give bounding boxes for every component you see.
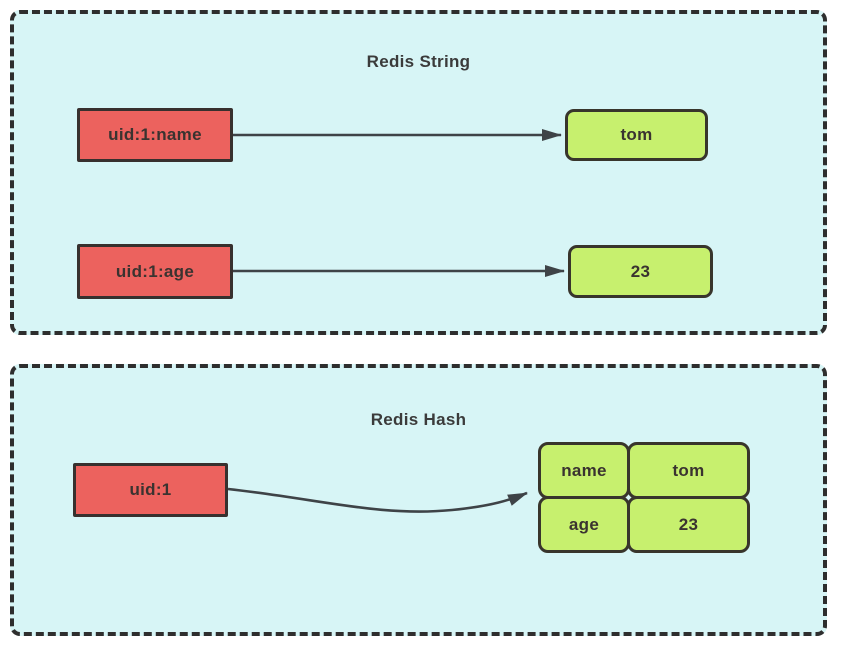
hash-cell-field-name: name [538,442,630,499]
key-node-uid-1: uid:1 [73,463,228,517]
panel-title-redis-hash: Redis Hash [370,410,467,429]
key-node-uid-1-name: uid:1:name [77,108,233,162]
hash-cell-field-age: age [538,496,630,553]
key-node-uid-1-age: uid:1:age [77,244,233,299]
value-node-tom: tom [565,109,708,161]
hash-cell-value-tom: tom [627,442,750,499]
hash-cell-value-23: 23 [627,496,750,553]
panel-title-redis-string: Redis String [366,52,471,71]
value-node-23: 23 [568,245,713,298]
